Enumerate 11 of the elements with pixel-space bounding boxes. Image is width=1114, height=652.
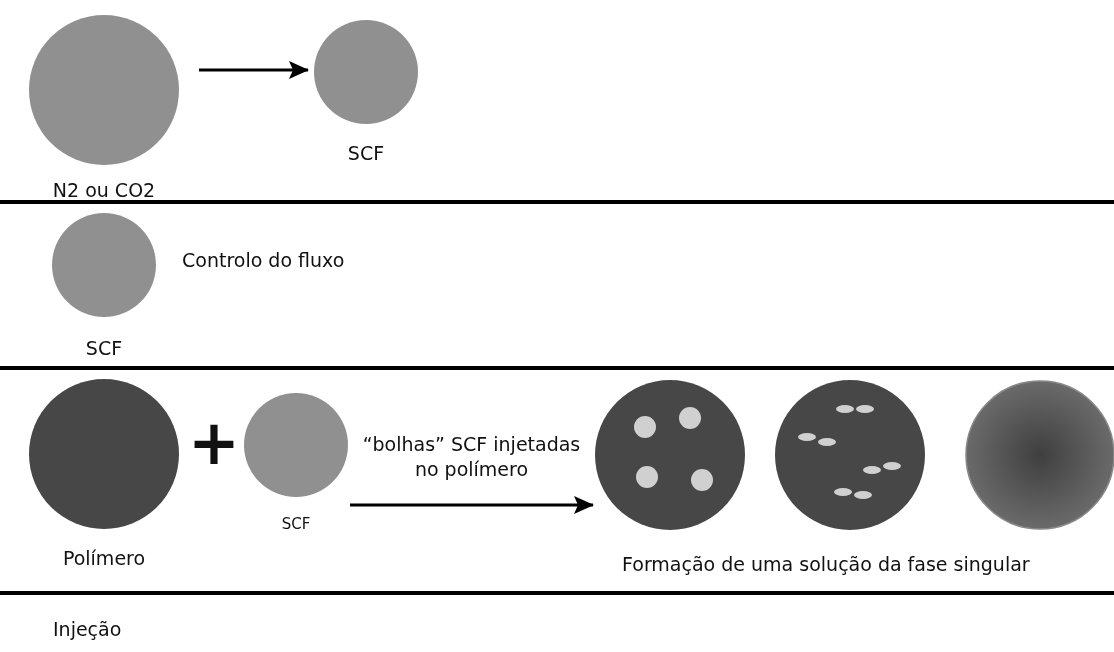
arrow xyxy=(199,61,309,79)
arrow xyxy=(350,496,594,514)
node-label: SCF xyxy=(84,337,124,359)
node-label: N2 ou CO2 xyxy=(51,179,157,201)
node-label: SCF xyxy=(346,142,386,164)
caption-text: Formação de uma solução da fase singular xyxy=(622,553,1030,575)
plus-sign: + xyxy=(188,412,240,474)
node-label: Polímero xyxy=(61,547,147,569)
side-label: Controlo do fluxo xyxy=(182,249,345,271)
node-label: SCF xyxy=(280,515,312,533)
section-label: Injeção xyxy=(53,618,122,640)
